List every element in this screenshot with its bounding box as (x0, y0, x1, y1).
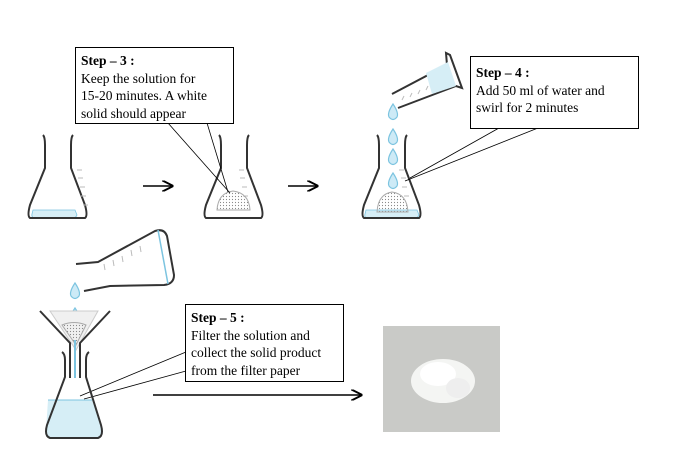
step-5-line: collect the solid product (191, 345, 322, 360)
step-5-callout: Step – 5 : Filter the solution and colle… (185, 304, 344, 382)
step-3-line: Keep the solution for (81, 70, 196, 86)
step-3-title: Step – 3 : (81, 53, 135, 68)
white-solid (216, 190, 251, 211)
step-4-callout: Step – 4 : Add 50 ml of water and swirl … (470, 56, 639, 129)
flask-3 (361, 134, 422, 219)
flask-1 (27, 134, 88, 219)
graduated-cylinder (391, 51, 464, 109)
step-4-line: Add 50 ml of water and (476, 82, 605, 98)
step-3-line: solid should appear (81, 105, 186, 121)
step-5-title: Step – 5 : (191, 310, 245, 325)
step-3-callout: Step – 3 : Keep the solution for 15-20 m… (75, 47, 234, 124)
water-drops (387, 102, 399, 190)
step-5-line: Filter the solution and (191, 327, 310, 343)
step-4-line: swirl for 2 minutes (476, 100, 579, 115)
flask-2 (203, 134, 264, 219)
product-photo (383, 326, 500, 432)
step-4-title: Step – 4 : (476, 65, 530, 80)
filter-flask (39, 310, 111, 439)
step-5-line: from the filter paper (191, 362, 301, 378)
tilted-flask (75, 229, 176, 292)
step-3-line: 15-20 minutes. A white (81, 88, 207, 103)
callout-lines (79, 122, 539, 400)
